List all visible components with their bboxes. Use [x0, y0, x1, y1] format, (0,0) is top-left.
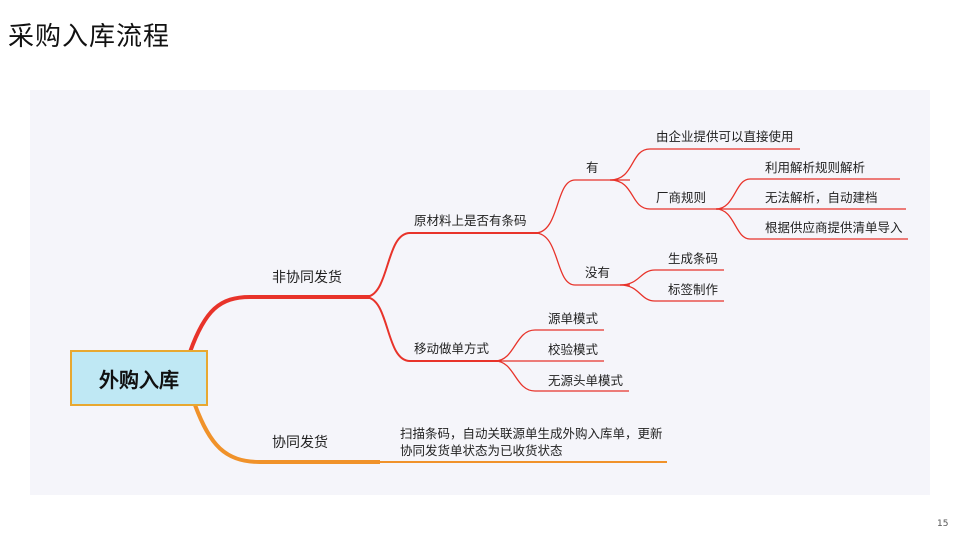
- node-vendor-item: 利用解析规则解析: [765, 160, 865, 175]
- node-mobile-item: 源单模式: [548, 311, 599, 326]
- node-barcode: 原材料上是否有条码: [414, 213, 527, 228]
- branch-yes-direct: [609, 148, 800, 181]
- branch-no-1: [619, 269, 724, 286]
- branch-noncollab-mobile: [364, 296, 498, 362]
- node-mobile-item: 无源头单模式: [548, 373, 624, 388]
- branch-vendor-3: [715, 208, 908, 240]
- node-vendor-rule: 厂商规则: [656, 190, 706, 205]
- node-collab: 协同发货: [272, 434, 328, 451]
- node-no-item: 生成条码: [668, 251, 718, 266]
- root-node: 外购入库: [70, 350, 208, 406]
- branch-noncollab-barcode: [364, 232, 540, 298]
- node-direct: 由企业提供可以直接使用: [656, 129, 794, 144]
- node-yes: 有: [586, 160, 599, 175]
- slide-title: 采购入库流程: [8, 22, 171, 52]
- branch-barcode-no: [534, 232, 630, 286]
- mindmap-panel: [30, 90, 930, 495]
- branch-yes-vendor: [609, 179, 718, 210]
- node-vendor-item: 无法解析，自动建档: [765, 190, 878, 205]
- branch-mobile-1: [494, 329, 604, 362]
- node-collab-desc-line: 协同发货单状态为已收货状态: [400, 443, 563, 458]
- node-no: 没有: [585, 265, 610, 280]
- branch-root-noncollab: [188, 295, 370, 353]
- node-no-item: 标签制作: [668, 282, 719, 297]
- branch-mobile-3: [494, 360, 629, 392]
- branch-no-2: [619, 284, 724, 302]
- page-number: 15: [937, 519, 949, 529]
- node-non-collab: 非协同发货: [272, 269, 342, 286]
- node-mobile-item: 校验模式: [548, 342, 599, 357]
- node-vendor-item: 根据供应商提供清单导入: [765, 220, 903, 235]
- branch-barcode-yes: [534, 179, 630, 234]
- node-mobile: 移动做单方式: [414, 341, 490, 356]
- branch-root-collab: [193, 404, 380, 464]
- node-collab-desc-line: 扫描条码，自动关联源单生成外购入库单，更新: [400, 426, 663, 441]
- branch-vendor-1: [715, 178, 900, 210]
